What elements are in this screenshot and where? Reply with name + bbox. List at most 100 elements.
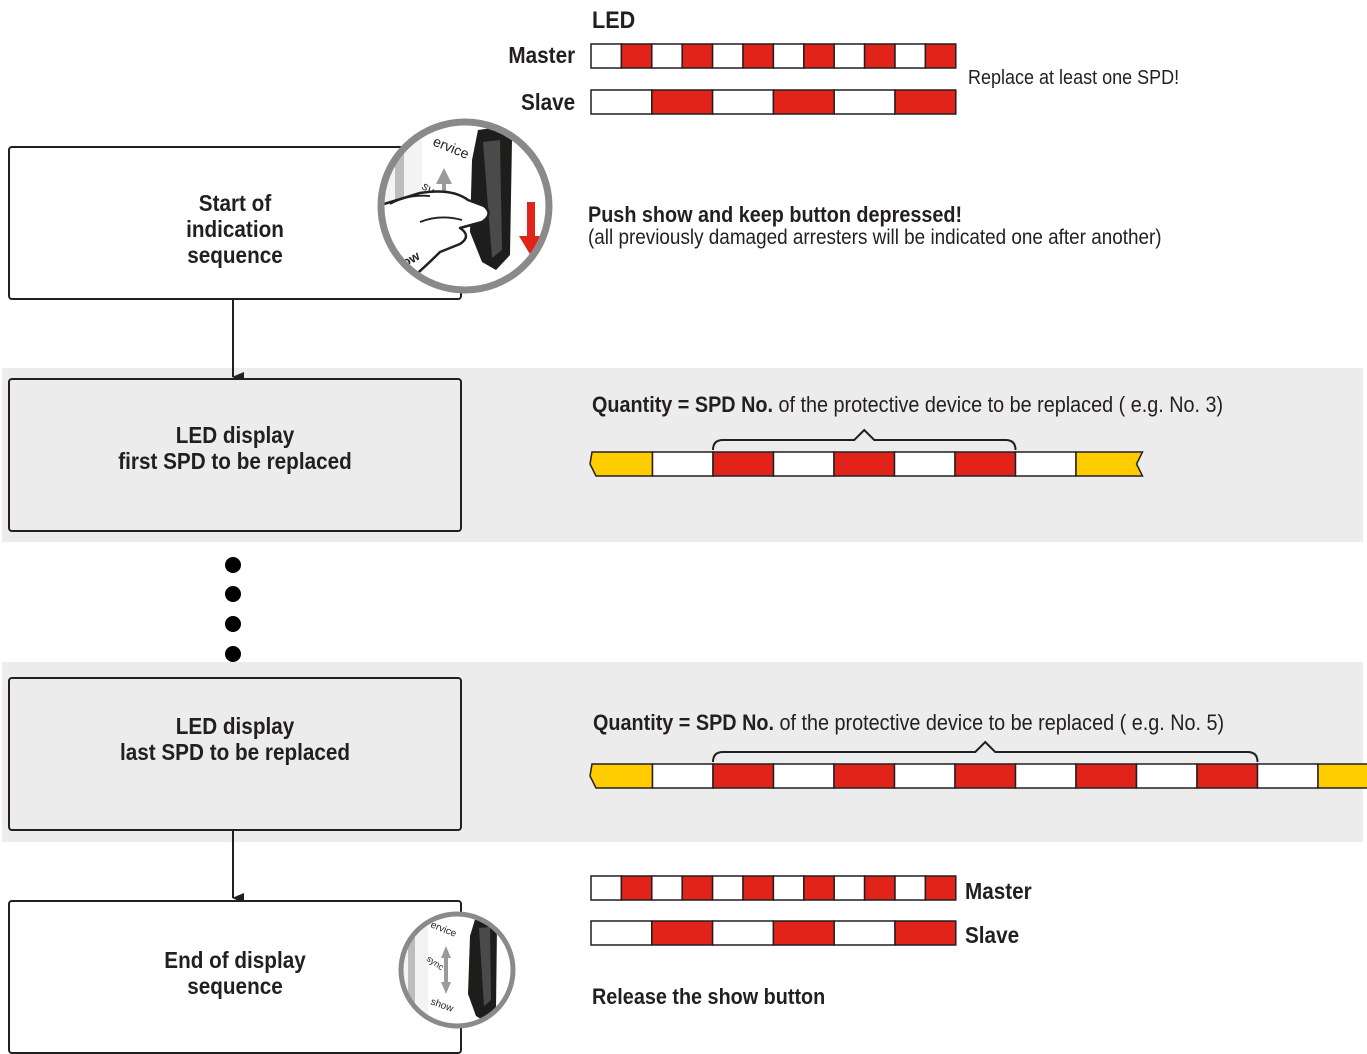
led-off-segment xyxy=(1256,763,1319,789)
led-on-segment xyxy=(772,89,835,115)
continuation-dot xyxy=(225,557,241,573)
pause-segment-start xyxy=(589,451,654,477)
led-on-segment xyxy=(681,875,714,901)
quantity-caption-text: of the protective device to be replaced … xyxy=(778,392,1224,417)
led-on-segment xyxy=(863,875,896,901)
led-off-segment xyxy=(833,920,896,946)
led-on-segment xyxy=(924,875,957,901)
led-pulse-segment xyxy=(954,763,1017,789)
quantity-brace-first xyxy=(712,428,1017,451)
master-label: Master xyxy=(508,42,575,68)
led-on-segment xyxy=(620,43,653,69)
quantity-caption-text: of the protective device to be replaced … xyxy=(779,710,1225,735)
led-on-segment xyxy=(620,875,653,901)
led-off-segment xyxy=(651,875,683,901)
led-off-segment xyxy=(894,43,927,69)
led-off-segment xyxy=(711,875,744,901)
led-off-segment xyxy=(893,763,956,789)
led-on-segment xyxy=(863,43,896,69)
led-off-segment xyxy=(590,920,653,946)
led-off-segment xyxy=(1135,763,1198,789)
led-off-segment xyxy=(711,43,744,69)
continuation-dot xyxy=(225,616,241,632)
led-pulse-segment xyxy=(1075,763,1138,789)
step-box-first-spd: LED display first SPD to be replaced xyxy=(8,378,462,532)
led-off-segment xyxy=(894,875,927,901)
continuation-dot xyxy=(225,646,241,662)
led-on-segment xyxy=(894,920,957,946)
step-label-line: last SPD to be replaced xyxy=(119,739,351,765)
led-on-segment xyxy=(742,43,775,69)
device-magnifier-small: ervice sync show xyxy=(398,911,516,1029)
led-off-segment xyxy=(833,875,866,901)
step-label-line: Start of xyxy=(198,190,272,216)
step-label-line: sequence xyxy=(187,973,283,999)
step-label-first-spd: LED display first SPD to be replaced xyxy=(33,422,438,474)
pause-segment-end xyxy=(1075,451,1144,477)
led-off-segment xyxy=(1014,451,1077,477)
quantity-brace-last xyxy=(712,740,1259,763)
led-off-segment xyxy=(651,763,714,789)
step-label-line: first SPD to be replaced xyxy=(118,448,352,474)
led-on-segment xyxy=(651,89,714,115)
led-pulse-segment xyxy=(954,451,1017,477)
led-off-segment xyxy=(833,43,866,69)
led-on-segment xyxy=(924,43,957,69)
led-off-segment xyxy=(711,89,775,115)
replace-note: Replace at least one SPD! xyxy=(968,67,1180,89)
instruction-heading: Push show and keep button depressed! xyxy=(588,202,963,227)
led-on-segment xyxy=(681,43,714,69)
quantity-caption-last: Quantity = SPD No. of the protective dev… xyxy=(593,710,1224,736)
led-on-segment xyxy=(651,920,714,946)
sync-arrow-icon xyxy=(441,946,451,994)
quantity-caption-bold: Quantity = SPD No. xyxy=(592,392,773,417)
led-on-segment xyxy=(894,89,957,115)
step-label-line: LED display xyxy=(175,713,295,739)
led-pulse-segment xyxy=(712,763,775,789)
led-off-segment xyxy=(711,920,775,946)
step-label-line: LED display xyxy=(175,422,295,448)
step-box-end: End of display sequence xyxy=(8,900,462,1054)
release-instruction: Release the show button xyxy=(592,984,826,1009)
led-heading: LED xyxy=(592,7,636,34)
step-label-line: sequence xyxy=(187,242,283,268)
pause-segment-end xyxy=(1317,763,1367,789)
quantity-caption-first: Quantity = SPD No. of the protective dev… xyxy=(592,392,1223,418)
led-off-segment xyxy=(590,43,623,69)
device-magnifier: ervice sync push show xyxy=(377,118,553,294)
led-off-segment xyxy=(833,89,896,115)
led-on-segment xyxy=(772,920,835,946)
led-off-segment xyxy=(772,875,805,901)
led-off-segment xyxy=(772,763,835,789)
led-on-segment xyxy=(742,875,775,901)
led-off-segment xyxy=(772,451,835,477)
end-master-label: Master xyxy=(965,878,1032,904)
led-off-segment xyxy=(772,43,805,69)
pause-segment-start xyxy=(589,763,654,789)
led-on-segment xyxy=(803,875,835,901)
continuation-dot xyxy=(225,586,241,602)
quantity-caption-bold: Quantity = SPD No. xyxy=(593,710,774,735)
led-pulse-segment xyxy=(833,763,896,789)
led-pulse-segment xyxy=(1196,763,1259,789)
step-label-line: indication xyxy=(186,216,284,242)
led-off-segment xyxy=(1014,763,1077,789)
led-on-segment xyxy=(803,43,835,69)
step-label-end: End of display sequence xyxy=(33,947,438,999)
led-off-segment xyxy=(590,875,623,901)
led-pulse-segment xyxy=(833,451,896,477)
instruction-subtext: (all previously damaged arresters will b… xyxy=(588,226,1162,249)
step-box-last-spd: LED display last SPD to be replaced xyxy=(8,677,462,831)
led-off-segment xyxy=(590,89,653,115)
led-pulse-segment xyxy=(712,451,775,477)
led-off-segment xyxy=(651,451,714,477)
end-slave-label: Slave xyxy=(965,922,1020,948)
step-label-last-spd: LED display last SPD to be replaced xyxy=(33,713,438,765)
slave-label: Slave xyxy=(520,89,575,115)
step-label-line: End of display xyxy=(164,947,306,973)
led-off-segment xyxy=(651,43,683,69)
